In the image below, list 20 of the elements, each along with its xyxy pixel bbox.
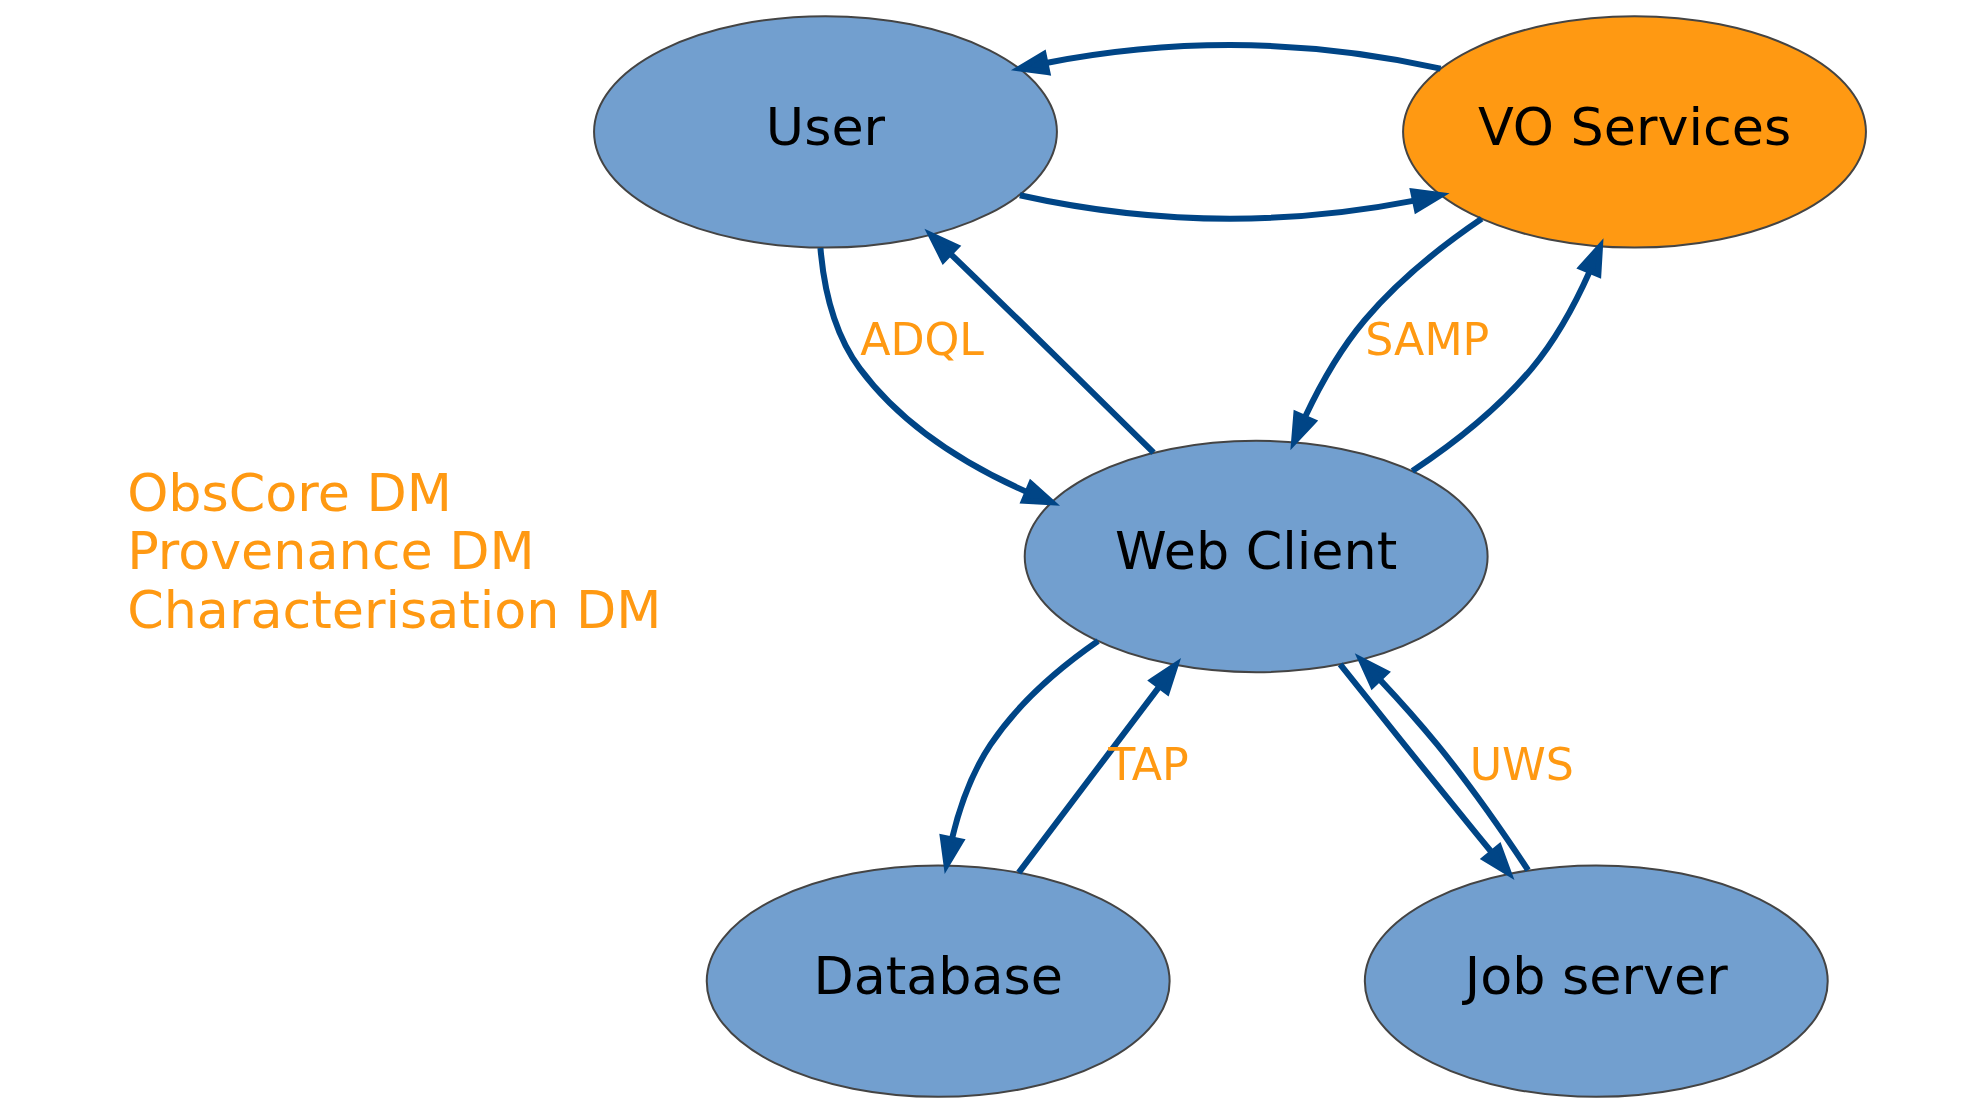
edge-label: TAP <box>1107 739 1189 791</box>
arrow <box>923 228 1156 455</box>
node-ellipse: User <box>592 15 1058 249</box>
edge-label: UWS <box>1469 739 1574 791</box>
node-ellipse: Job server <box>1363 864 1829 1098</box>
arrow <box>1289 216 1483 451</box>
arrow <box>1010 42 1441 76</box>
node-ellipse: Database <box>705 864 1171 1098</box>
arrow <box>938 638 1100 874</box>
arrow <box>1337 662 1514 881</box>
edge-label: ADQL <box>859 314 984 366</box>
node-ellipse: Web Client <box>1023 439 1489 674</box>
label: ObsCore DM <box>126 461 452 523</box>
arrow <box>1354 653 1531 872</box>
node-ellipse: VO Services <box>1401 15 1867 249</box>
arrow <box>1018 187 1450 222</box>
arrow <box>816 247 1060 506</box>
edge-label: SAMP <box>1364 314 1489 366</box>
arrow <box>1015 657 1181 875</box>
arrow <box>1410 238 1603 474</box>
